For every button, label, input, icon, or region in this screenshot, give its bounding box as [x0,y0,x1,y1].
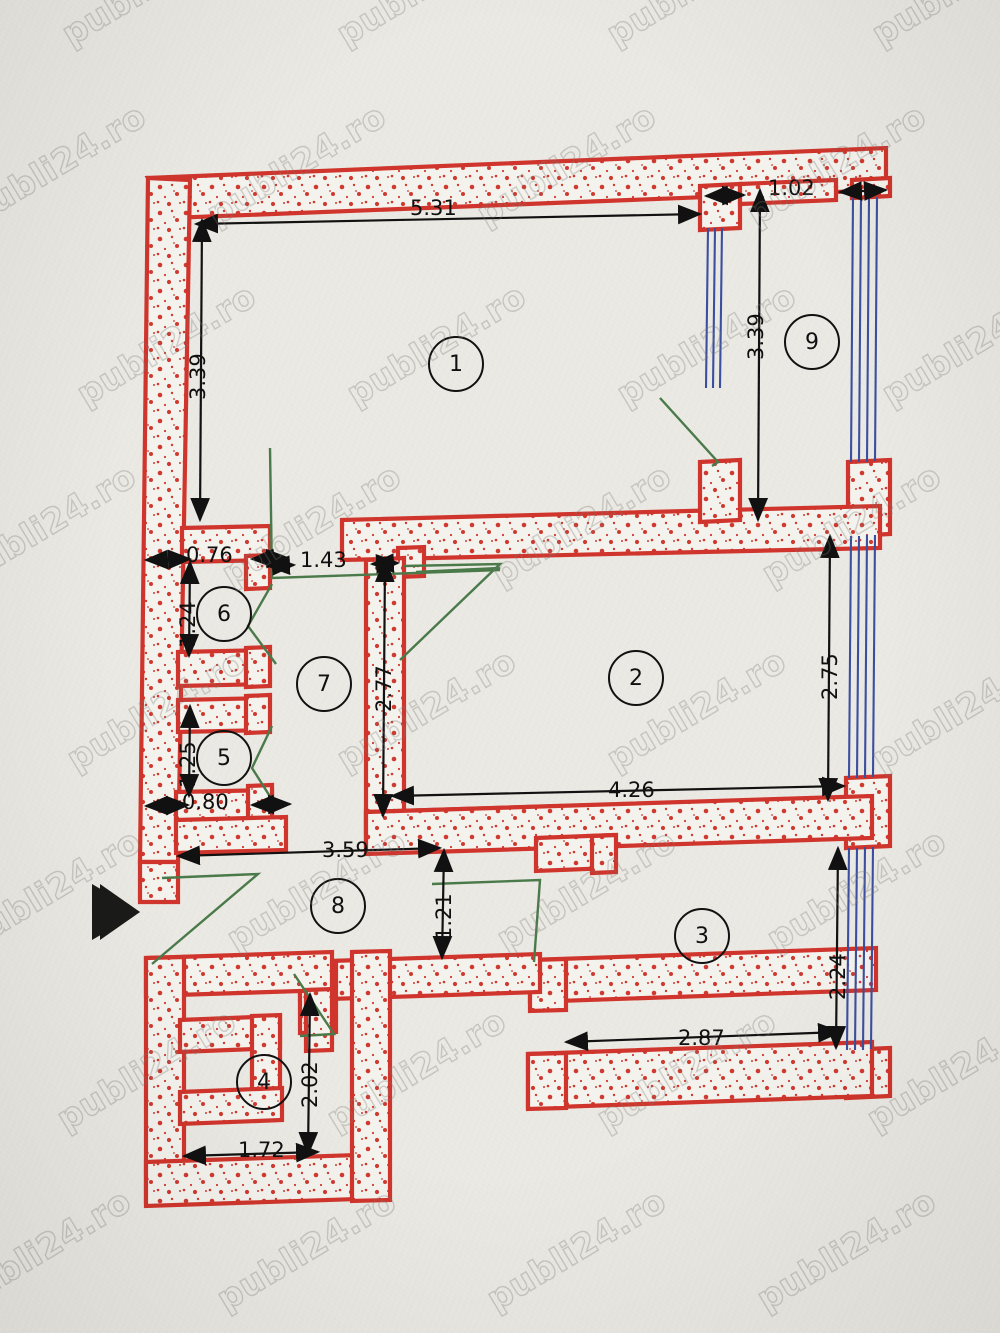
dimension-lines [143,181,889,1166]
dimension-label-room6-width: 0.76 [186,543,233,567]
room-badge-1[interactable]: 1 [428,336,484,392]
room-badge-7[interactable]: 7 [296,656,352,712]
room-badge-8[interactable]: 8 [310,878,366,934]
room-badge-5[interactable]: 5 [196,730,252,786]
room-badge-4[interactable]: 4 [236,1054,292,1110]
dimension-label-room1-width: 5.31 [410,196,457,220]
glazing-group [704,196,879,1051]
dimension-label-room4-width: 1.72 [238,1138,285,1162]
dimension-label-room3-width: 2.87 [678,1026,725,1050]
room-badge-9[interactable]: 9 [784,314,840,370]
entrance-arrow [92,884,140,940]
dimension-label-room8-width: 3.59 [322,838,369,862]
room-badge-6[interactable]: 6 [196,586,252,642]
dimension-label-room9-width: 1.02 [768,176,815,200]
room-badge-2[interactable]: 2 [608,650,664,706]
dimension-label-room5-width: 0.80 [182,790,229,814]
dimension-label-room7-width: 1.43 [300,548,347,572]
room-badge-3[interactable]: 3 [674,908,730,964]
dimension-label-room2-width: 4.26 [608,778,655,802]
